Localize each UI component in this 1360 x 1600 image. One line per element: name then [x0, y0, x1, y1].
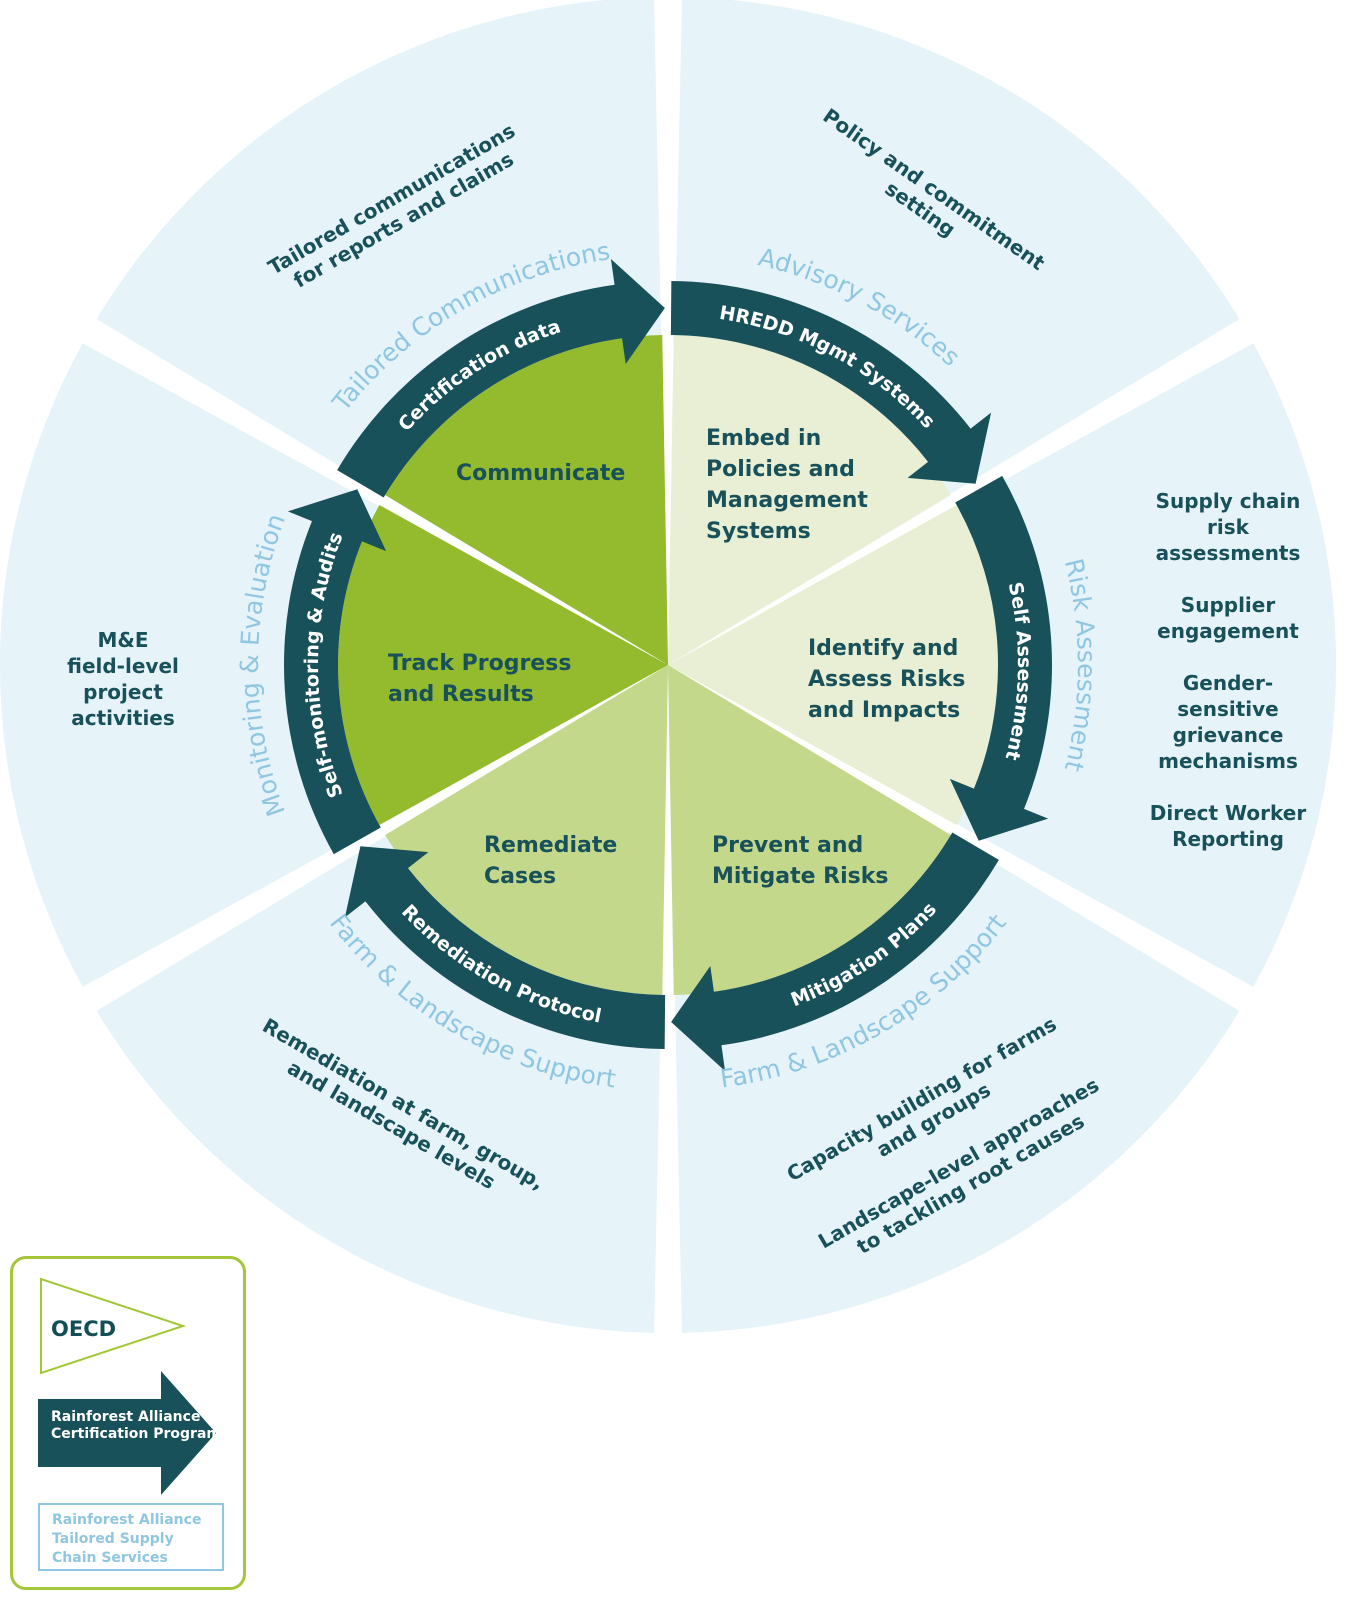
arrow-segment-identify [949, 475, 1052, 841]
stage-wedge-embed [668, 335, 951, 665]
stage-wedge-remediate [385, 665, 668, 995]
arrow-segment-embed [670, 281, 992, 484]
ra-program-arrow-icon [38, 1371, 216, 1495]
legend-oecd-label: OECD [51, 1317, 117, 1341]
oecd-pennant-icon [40, 1277, 187, 1375]
arrow-segment-track [284, 489, 387, 855]
outer-ring [0, 0, 1336, 1333]
process-arrow-ring [284, 258, 1052, 1072]
arrow-segment-remediate [344, 846, 666, 1049]
arrow-segment-prevent [671, 832, 999, 1072]
stage-wedge-track [338, 505, 668, 825]
stage-wedge-identify [668, 505, 998, 825]
stage-wedge-prevent [668, 665, 951, 995]
stage-label-communicate: Communicate [456, 461, 625, 486]
stage-wedge-communicate [385, 335, 668, 665]
arrow-segment-communicate [337, 258, 665, 498]
inner-stage-wedges [338, 335, 998, 995]
